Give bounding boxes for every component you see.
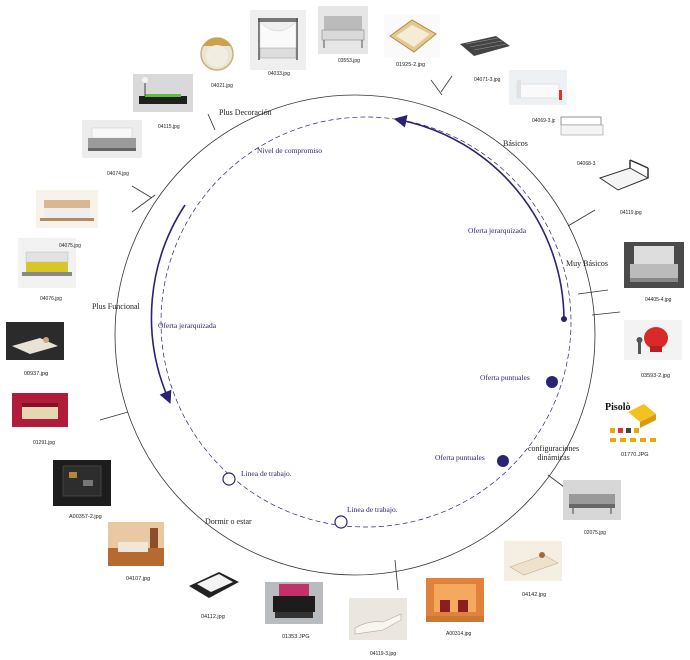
thumb-black-frame-bed xyxy=(596,156,652,202)
caption-04119: 04119.jpg xyxy=(620,210,642,216)
dot-oferta-puntuales-2 xyxy=(497,455,509,467)
caption-04115: 04115.jpg xyxy=(158,124,180,130)
caption-04068-3: 04068-3.jpg xyxy=(577,161,604,167)
left-arrow-arc xyxy=(150,204,186,404)
thumb-canopy-bed xyxy=(250,10,306,70)
caption-04069-3: 04069-3.jpg xyxy=(532,118,559,124)
category-plus-funcional: Plus Funcional xyxy=(92,302,140,311)
category-plus-decoracion: Plus Decoración xyxy=(219,108,272,117)
thumb-pisolo-product xyxy=(604,402,666,450)
caption-04074: 04074.jpg xyxy=(107,171,129,177)
thumb-warm-room xyxy=(108,522,164,566)
label-linea-de-trabajo-1: Linea de trabajo. xyxy=(241,469,292,478)
caption-04076: 04076.jpg xyxy=(40,296,62,302)
ring-separators xyxy=(99,75,621,591)
label-oferta-jerarquizada-left: Oferta jerarquizada xyxy=(158,321,217,330)
caption-04142: 04142.jpg xyxy=(522,592,547,598)
category-basicos: Básicos xyxy=(503,139,528,148)
caption-03553: 03553.jpg xyxy=(338,58,360,64)
label-oferta-puntuales-2: Oferta puntuales xyxy=(435,453,485,462)
thumb-red-bed xyxy=(12,393,68,427)
thumb-metal-bed xyxy=(555,113,607,143)
caption-A00357-2: A00357-2.jpg xyxy=(69,514,102,520)
thumb-beige-bed xyxy=(504,541,562,581)
dot-right-top xyxy=(561,316,567,322)
caption-04033: 04033.jpg xyxy=(268,71,290,77)
thumb-black-platform-bed xyxy=(185,562,243,604)
caption-01925-2: 01925-2.jpg xyxy=(396,62,426,68)
caption-04021: 04021.jpg xyxy=(211,83,233,89)
thumb-red-chair xyxy=(624,320,682,360)
caption-04071-3: 04071-3.jpg xyxy=(474,77,501,83)
thumb-headboard-bed xyxy=(624,242,684,288)
label-oferta-jerarquizada-right: Oferta jerarquizada xyxy=(468,226,527,235)
thumb-chaise-bed xyxy=(349,598,407,640)
thumb-lamp-green-bed xyxy=(133,74,193,112)
caption-04075: 04075.jpg xyxy=(59,243,81,249)
caption-04405-4: 04405-4.jpg xyxy=(645,297,672,303)
label-oferta-puntuales-1: Oferta puntuales xyxy=(480,373,530,382)
label-nivel-de-compromiso: Nivel de compromiso xyxy=(257,146,322,155)
pisolo-logo: Pisolò xyxy=(605,402,631,413)
dot-oferta-puntuales-1 xyxy=(546,376,558,388)
caption-00937: 00937.jpg xyxy=(24,371,49,377)
thumb-grey-bed xyxy=(82,120,142,158)
thumb-dark-bed-photo xyxy=(6,322,64,360)
dot-linea-trabajo-1 xyxy=(222,472,236,486)
outer-ring xyxy=(114,94,596,576)
caption-02075: 02075.jpg xyxy=(584,530,606,536)
caption-04119-3: 04119-3.jpg xyxy=(370,651,397,657)
caption-01353: 01353.JPG xyxy=(282,634,310,640)
thumb-pink-headboard-bed xyxy=(265,582,323,624)
caption-04107: 04107.jpg xyxy=(126,576,151,582)
caption-03593-2: 03593-2.jpg xyxy=(641,373,671,379)
thumb-dark-unit xyxy=(53,460,111,506)
inner-dashed-ring xyxy=(160,116,572,528)
category-muy-basicos: Muy Básicos xyxy=(566,259,608,268)
thumb-bed-classic xyxy=(318,6,368,54)
category-dormir-o-estar: Dormir o estar xyxy=(205,517,252,526)
caption-A00314: A00314.jpg xyxy=(446,631,472,637)
thumb-wood-bed xyxy=(36,190,98,228)
thumb-slatted-base xyxy=(456,30,512,66)
thumb-round-chair xyxy=(197,32,237,72)
dot-linea-trabajo-2 xyxy=(334,515,348,529)
right-arrow-arc xyxy=(393,115,565,320)
thumb-yellow-bed xyxy=(18,238,76,288)
thumb-white-bed xyxy=(509,70,567,105)
label-linea-de-trabajo-2: Linea de trabajo. xyxy=(347,505,398,514)
thumb-orange-wallbed xyxy=(426,578,484,622)
category-configuraciones-dinamicas: configuraciones dinámicas xyxy=(528,444,580,462)
caption-01770: 01770.JPG xyxy=(621,452,649,458)
caption-04112: 04112.jpg xyxy=(201,614,225,620)
caption-01291: 01291.jpg xyxy=(33,440,55,446)
thumb-square-bed xyxy=(384,14,440,58)
thumb-grey-sofabed xyxy=(563,480,621,520)
